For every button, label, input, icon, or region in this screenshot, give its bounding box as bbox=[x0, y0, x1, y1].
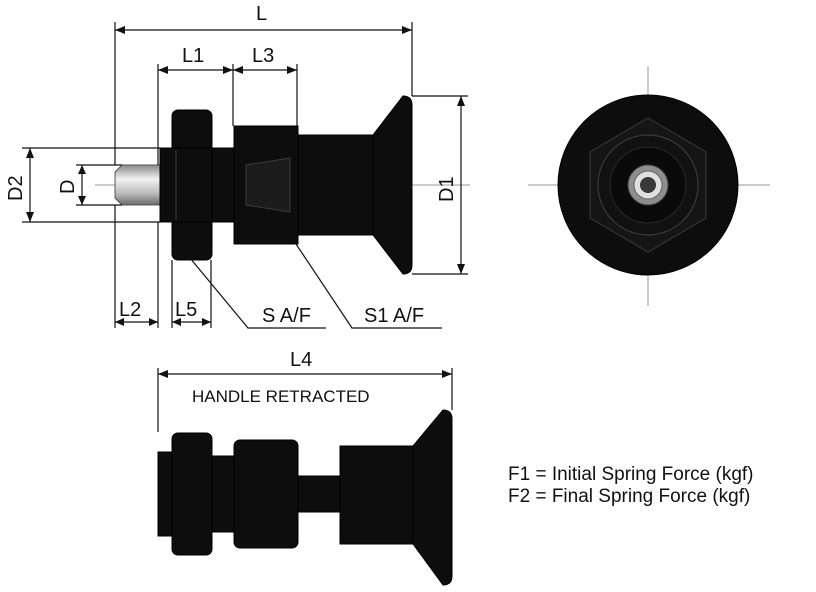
retracted-knob-body bbox=[339, 445, 416, 545]
body-slot bbox=[245, 157, 291, 213]
retracted-knob-cone bbox=[412, 409, 453, 586]
retracted-hex-nut bbox=[171, 432, 213, 556]
dim-label-L2: L2 bbox=[119, 299, 141, 321]
dim-label-L: L bbox=[256, 3, 267, 25]
dim-label-S: S A/F bbox=[262, 305, 311, 327]
threaded-neck bbox=[159, 147, 213, 223]
dim-label-S1: S1 A/F bbox=[364, 305, 424, 327]
plunger-pin bbox=[114, 164, 161, 206]
side-view: L L1 L3 D1 D2 D L2 bbox=[5, 3, 470, 329]
leader-S bbox=[189, 257, 326, 329]
dim-label-L5: L5 bbox=[175, 299, 197, 321]
retracted-body-hex bbox=[233, 439, 299, 549]
dim-label-L4: L4 bbox=[290, 349, 312, 371]
dim-label-L3: L3 bbox=[252, 45, 274, 67]
dim-label-D: D bbox=[57, 180, 79, 194]
knob-cone bbox=[372, 95, 413, 275]
end-view bbox=[528, 66, 770, 306]
body-shaft bbox=[297, 134, 374, 236]
body-neck bbox=[211, 147, 235, 223]
end-view-pin-center bbox=[640, 177, 656, 193]
retracted-shaft bbox=[297, 475, 343, 513]
spring-force-legend: F1 = Initial Spring Force (kgf) F2 = Fin… bbox=[508, 464, 754, 507]
leader-S1 bbox=[295, 243, 442, 329]
legend-f2: F2 = Final Spring Force (kgf) bbox=[508, 486, 750, 507]
retracted-view: L4 HANDLE RETRACTED bbox=[157, 349, 453, 586]
dim-label-D2: D2 bbox=[5, 175, 27, 201]
dim-label-D1: D1 bbox=[436, 176, 458, 202]
retracted-neck bbox=[211, 455, 235, 533]
handle-retracted-note: HANDLE RETRACTED bbox=[192, 387, 370, 406]
legend-f1: F1 = Initial Spring Force (kgf) bbox=[508, 464, 754, 485]
dim-label-L1: L1 bbox=[182, 45, 204, 67]
